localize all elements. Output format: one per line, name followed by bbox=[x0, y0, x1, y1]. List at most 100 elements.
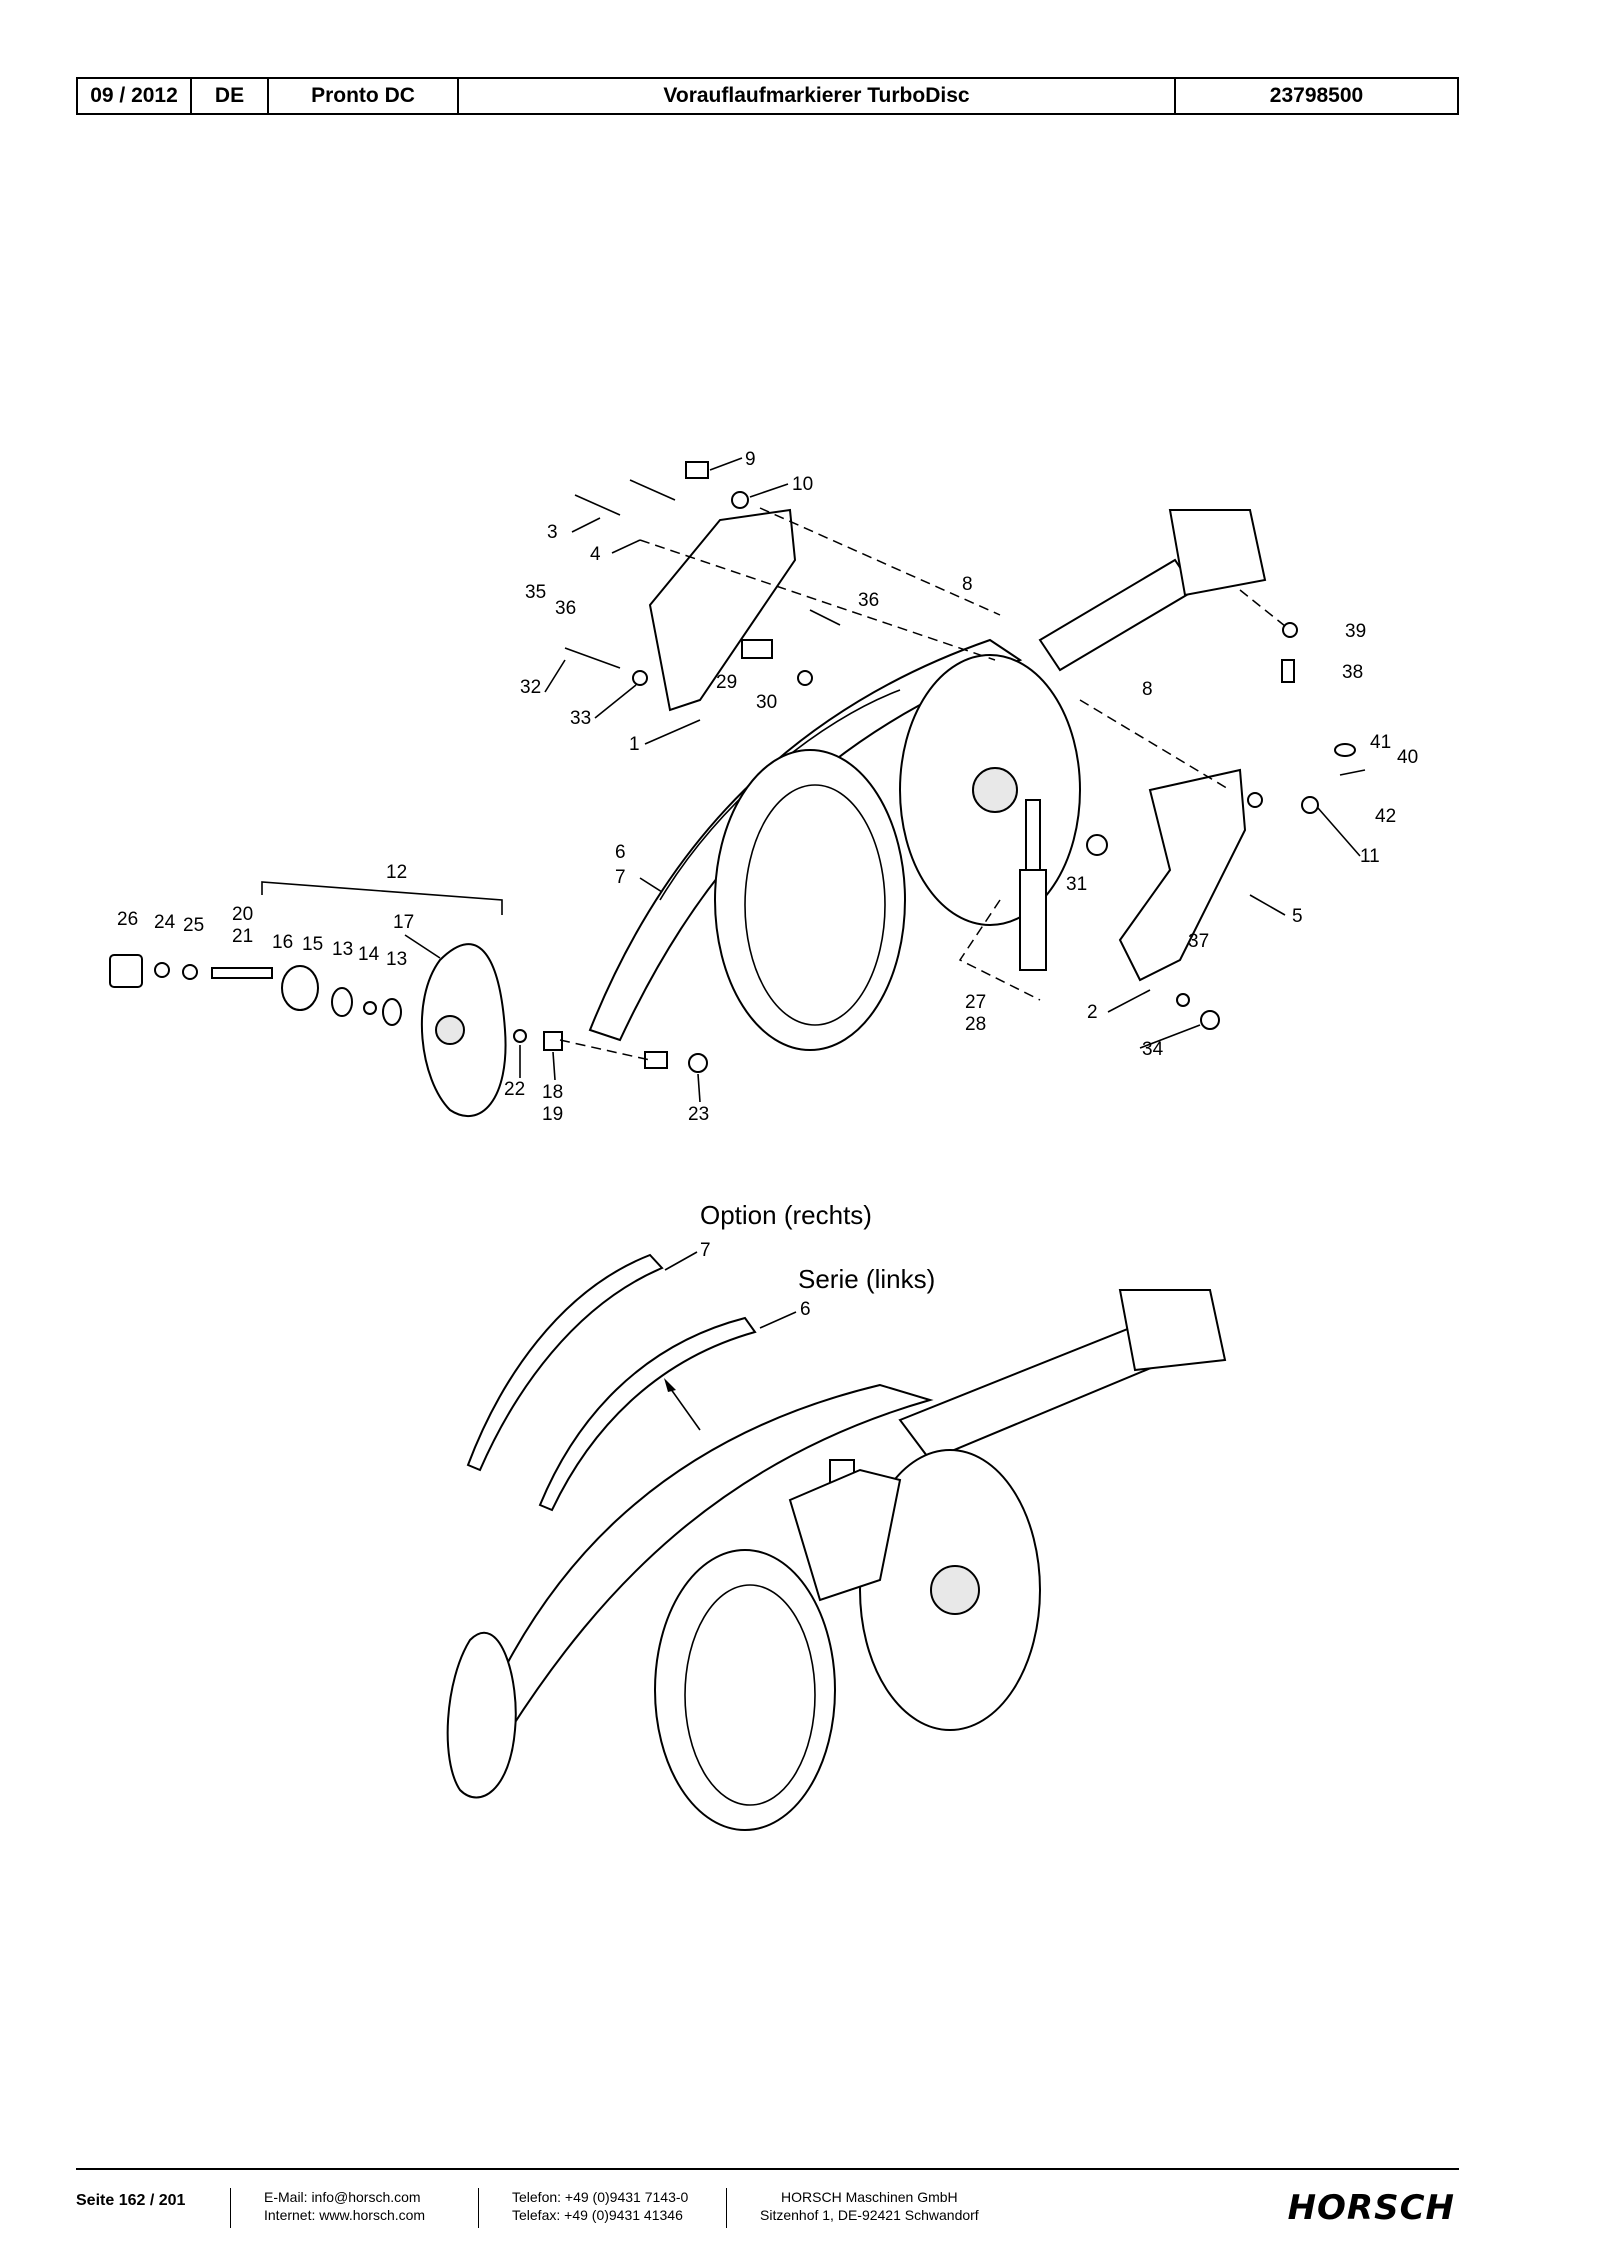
frame-bracket-plate bbox=[1168, 509, 1267, 597]
leader-10 bbox=[749, 483, 789, 498]
callout-6: 6 bbox=[615, 842, 626, 863]
nut-11 bbox=[1301, 796, 1319, 814]
callout-35: 35 bbox=[525, 582, 546, 603]
mounted-depth-wheel bbox=[654, 1549, 836, 1831]
leader-17 bbox=[404, 934, 441, 959]
header-date: 09 / 2012 bbox=[78, 79, 192, 113]
hub-15 bbox=[281, 965, 319, 1011]
nut-23 bbox=[688, 1053, 708, 1073]
bolt-3 bbox=[574, 494, 621, 516]
assembly-line-4 bbox=[559, 1039, 651, 1061]
washer-30 bbox=[797, 670, 813, 686]
depth-wheel-tread bbox=[744, 784, 886, 1026]
callout-36a: 36 bbox=[555, 598, 576, 619]
footer-separator bbox=[478, 2188, 479, 2228]
direction-arrow-head bbox=[664, 1378, 676, 1392]
callout-25: 25 bbox=[183, 915, 204, 936]
assembly-line-6 bbox=[1239, 589, 1291, 631]
bolt-29 bbox=[741, 639, 773, 659]
leader-9 bbox=[709, 457, 743, 471]
leader-3 bbox=[571, 517, 601, 533]
option-label: Option (rechts) bbox=[700, 1200, 872, 1230]
group-bracket-12 bbox=[261, 881, 503, 915]
footer-separator bbox=[726, 2188, 727, 2228]
callout-3: 3 bbox=[547, 522, 558, 543]
callout-36b: 36 bbox=[858, 590, 879, 611]
bolt-21 bbox=[211, 967, 273, 979]
mounted-depth-wheel-tread bbox=[684, 1584, 816, 1806]
leader-18 bbox=[552, 1051, 556, 1081]
leader-7 bbox=[639, 877, 663, 893]
callout-8b: 8 bbox=[1142, 679, 1153, 700]
callout-18: 18 bbox=[542, 1082, 563, 1103]
callout-34: 34 bbox=[1142, 1039, 1164, 1060]
footer-separator bbox=[230, 2188, 231, 2228]
serie-label: Serie (links) bbox=[798, 1264, 935, 1294]
footer: Seite 162 / 201 E-Mail: info@horsch.com … bbox=[76, 2188, 1459, 2232]
assembly-line-2 bbox=[759, 507, 1001, 616]
washer-10 bbox=[731, 491, 749, 509]
bushing-18 bbox=[543, 1031, 563, 1051]
bolt-9-head bbox=[685, 461, 709, 479]
bracket-part-2 bbox=[1118, 768, 1247, 982]
bottom-leader-7 bbox=[664, 1251, 698, 1271]
callout-38: 38 bbox=[1342, 662, 1363, 683]
direction-arrow bbox=[667, 1384, 701, 1431]
spring-36 bbox=[809, 609, 841, 626]
footer-email: E-Mail: info@horsch.com bbox=[264, 2189, 421, 2205]
callout-33: 33 bbox=[570, 708, 591, 729]
ring-41 bbox=[1334, 743, 1356, 757]
callout-13b: 13 bbox=[386, 949, 407, 970]
footer-company: HORSCH Maschinen GmbH bbox=[781, 2189, 958, 2205]
callout-7: 7 bbox=[615, 867, 626, 888]
callout-26: 26 bbox=[117, 909, 138, 930]
spring-cylinder bbox=[1019, 869, 1047, 971]
callout-28: 28 bbox=[965, 1014, 986, 1035]
bolt-38 bbox=[1281, 659, 1295, 683]
washer-33 bbox=[632, 670, 648, 686]
callout-2: 2 bbox=[1087, 1002, 1098, 1023]
bottom-assembled-view: Option (rechts) Serie (links) 7 6 bbox=[446, 1200, 1227, 1831]
callout-29: 29 bbox=[716, 672, 737, 693]
assembly-line-1 bbox=[639, 539, 996, 661]
footer-contact-web: E-Mail: info@horsch.com Internet: www.ho… bbox=[264, 2188, 425, 2224]
washer-22 bbox=[513, 1029, 527, 1043]
nut-31 bbox=[1086, 834, 1108, 856]
leader-5 bbox=[1249, 894, 1286, 916]
assembly-line-3 bbox=[1079, 699, 1231, 791]
callout-23: 23 bbox=[688, 1104, 709, 1125]
bearing-13 bbox=[331, 987, 353, 1017]
callout-1: 1 bbox=[629, 734, 640, 755]
callout-12: 12 bbox=[386, 862, 407, 883]
cylinder-rod bbox=[1025, 799, 1041, 871]
mounted-bracket-plate bbox=[1118, 1289, 1227, 1372]
mounted-turbo-disc bbox=[446, 1631, 517, 1799]
callout-16: 16 bbox=[272, 932, 293, 953]
spacer-14 bbox=[363, 1001, 377, 1015]
washer-25 bbox=[182, 964, 198, 980]
bolt-32 bbox=[564, 647, 621, 669]
arm-serie-6 bbox=[538, 1316, 757, 1512]
mounted-disc-hub bbox=[930, 1565, 980, 1615]
turbo-disc-hub bbox=[435, 1015, 465, 1045]
header-language: DE bbox=[192, 79, 269, 113]
callout-5: 5 bbox=[1292, 906, 1303, 927]
bottom-callout-7: 7 bbox=[700, 1240, 711, 1261]
footer-contact-phone: Telefon: +49 (0)9431 7143-0 Telefax: +49… bbox=[512, 2188, 688, 2224]
footer-rule bbox=[76, 2168, 1459, 2170]
leader-lines bbox=[404, 457, 1361, 1103]
disc-hub bbox=[972, 767, 1018, 813]
frame-beam bbox=[1038, 558, 1197, 672]
header-table: 09 / 2012 DE Pronto DC Vorauflaufmarkier… bbox=[76, 77, 1459, 115]
depth-wheel bbox=[714, 749, 906, 1051]
top-exploded-view bbox=[109, 461, 1366, 1117]
callout-21: 21 bbox=[232, 926, 253, 947]
page-number: Seite 162 / 201 bbox=[76, 2192, 186, 2209]
callout-42: 42 bbox=[1375, 806, 1396, 827]
marker-arm bbox=[588, 638, 1023, 1042]
footer-internet: Internet: www.horsch.com bbox=[264, 2207, 426, 2223]
callout-10: 10 bbox=[792, 474, 813, 495]
bolt-a bbox=[629, 479, 676, 501]
leader-23 bbox=[697, 1073, 701, 1103]
